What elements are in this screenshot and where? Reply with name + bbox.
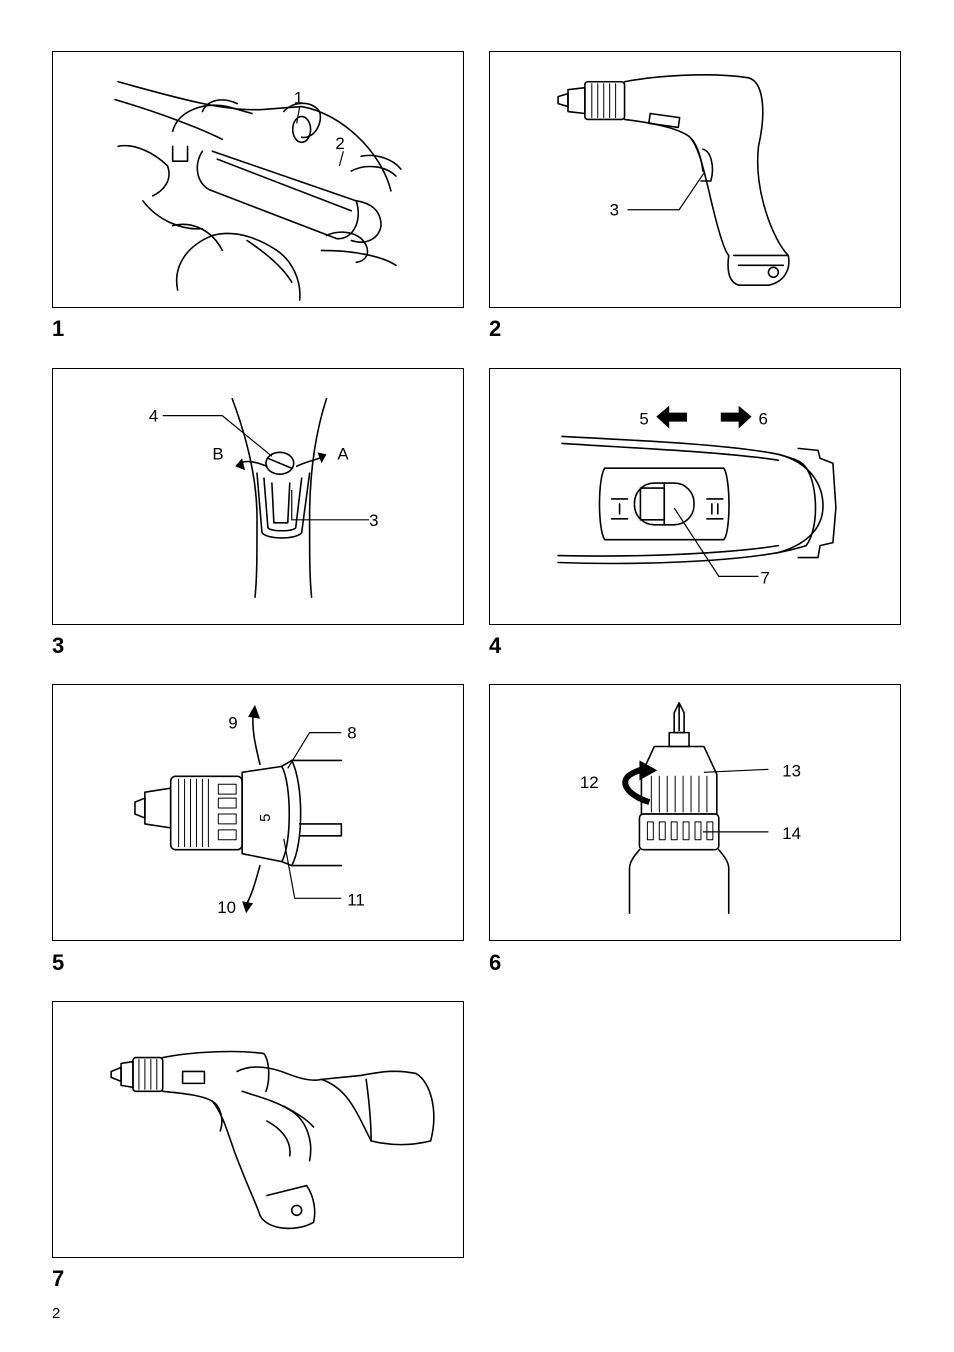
figure-4-illustration: 5 6 7 xyxy=(490,369,900,624)
figure-7-number: 7 xyxy=(52,1268,64,1290)
figure-4-callout-6: 6 xyxy=(759,410,768,429)
figure-2-panel: 3 xyxy=(489,51,901,308)
figure-6-callout-12: 12 xyxy=(580,773,599,792)
figure-1-callout-2: 2 xyxy=(335,134,344,153)
figure-3-callout-A: A xyxy=(337,444,349,463)
figure-5-callout-11: 11 xyxy=(347,890,365,909)
figure-1-callout-1: 1 xyxy=(294,89,303,108)
figure-3-callout-B: B xyxy=(212,444,223,463)
figure-1-number: 1 xyxy=(52,318,64,340)
figure-3-illustration: 4 B A 3 xyxy=(53,369,463,624)
figure-5-callout-8: 8 xyxy=(347,724,356,743)
figure-3-callout-4: 4 xyxy=(149,407,158,426)
figure-4-callout-7: 7 xyxy=(760,568,769,587)
figure-4-panel: 5 6 7 xyxy=(489,368,901,625)
page-number: 2 xyxy=(52,1305,60,1322)
figure-5-clutch-marking: 5 xyxy=(258,814,274,822)
figure-6-panel: 12 13 14 xyxy=(489,684,901,941)
figure-4-callout-5: 5 xyxy=(639,410,648,429)
figure-4-left-arrow-icon xyxy=(656,406,687,429)
figure-3-callout-3: 3 xyxy=(369,511,378,530)
figure-4-right-arrow-icon xyxy=(721,406,752,429)
figure-6-callout-13: 13 xyxy=(782,761,801,780)
figure-7-illustration xyxy=(53,1002,463,1257)
figure-5-callout-9: 9 xyxy=(228,714,237,733)
figure-6-rotate-arrow-icon xyxy=(639,760,657,780)
figure-3-number: 3 xyxy=(52,635,64,657)
figure-6-illustration: 12 13 14 xyxy=(490,685,900,940)
figure-5-panel: 5 9 8 10 11 xyxy=(52,684,464,941)
figure-4-number: 4 xyxy=(489,635,501,657)
figure-7-panel xyxy=(52,1001,464,1258)
figure-1-panel: 1 2 xyxy=(52,51,464,308)
figure-6-number: 6 xyxy=(489,952,501,974)
figure-2-callout-3: 3 xyxy=(610,201,619,220)
figure-5-number: 5 xyxy=(52,952,64,974)
figure-1-illustration: 1 2 xyxy=(53,52,463,307)
figure-6-callout-14: 14 xyxy=(782,824,801,843)
figure-5-callout-10: 10 xyxy=(217,898,236,917)
figure-2-number: 2 xyxy=(489,318,501,340)
figure-3-panel: 4 B A 3 xyxy=(52,368,464,625)
figure-2-illustration: 3 xyxy=(490,52,900,307)
figure-5-illustration: 5 9 8 10 11 xyxy=(53,685,463,940)
